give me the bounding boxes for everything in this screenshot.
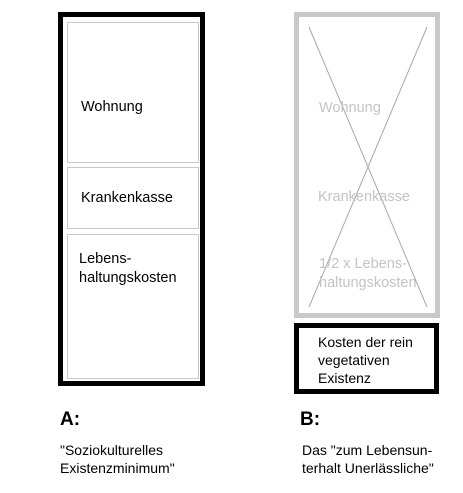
caption-a: "Soziokulturelles Existenzminimum" [60,442,175,476]
box-krankenkasse-label: Krankenkasse [81,190,173,206]
cross-line-2 [308,26,428,308]
box-wohnung: Wohnung [67,22,199,163]
heading-a: A: [60,409,81,430]
kosten-vegetative-existenz-box: Kosten der rein vegetativen Existenz [294,323,439,394]
crossed-label-krankenkasse: Krankenkasse [318,189,410,205]
crossed-label-wohnung: Wohnung [319,100,381,116]
heading-b: B: [300,409,321,430]
box-lebenshaltungskosten: Lebens- haltungskosten [67,234,199,379]
column-a-frame: Wohnung Krankenkasse Lebens- haltungskos… [58,12,205,386]
box-lebenshaltungskosten-label: Lebens- haltungskosten [79,251,177,286]
box-wohnung-label: Wohnung [81,99,143,115]
caption-b: Das "zum Lebensun- terhalt Unerlässliche… [302,442,434,476]
kosten-box-label: Kosten der rein vegetativen Existenz [318,334,413,386]
cross-out-mark [308,26,428,308]
column-b-frame: Wohnung Krankenkasse 1/2 x Lebens- haltu… [294,12,440,318]
box-krankenkasse: Krankenkasse [67,167,199,229]
crossed-label-lebenshaltungskosten: 1/2 x Lebens- haltungskosten [319,256,417,291]
